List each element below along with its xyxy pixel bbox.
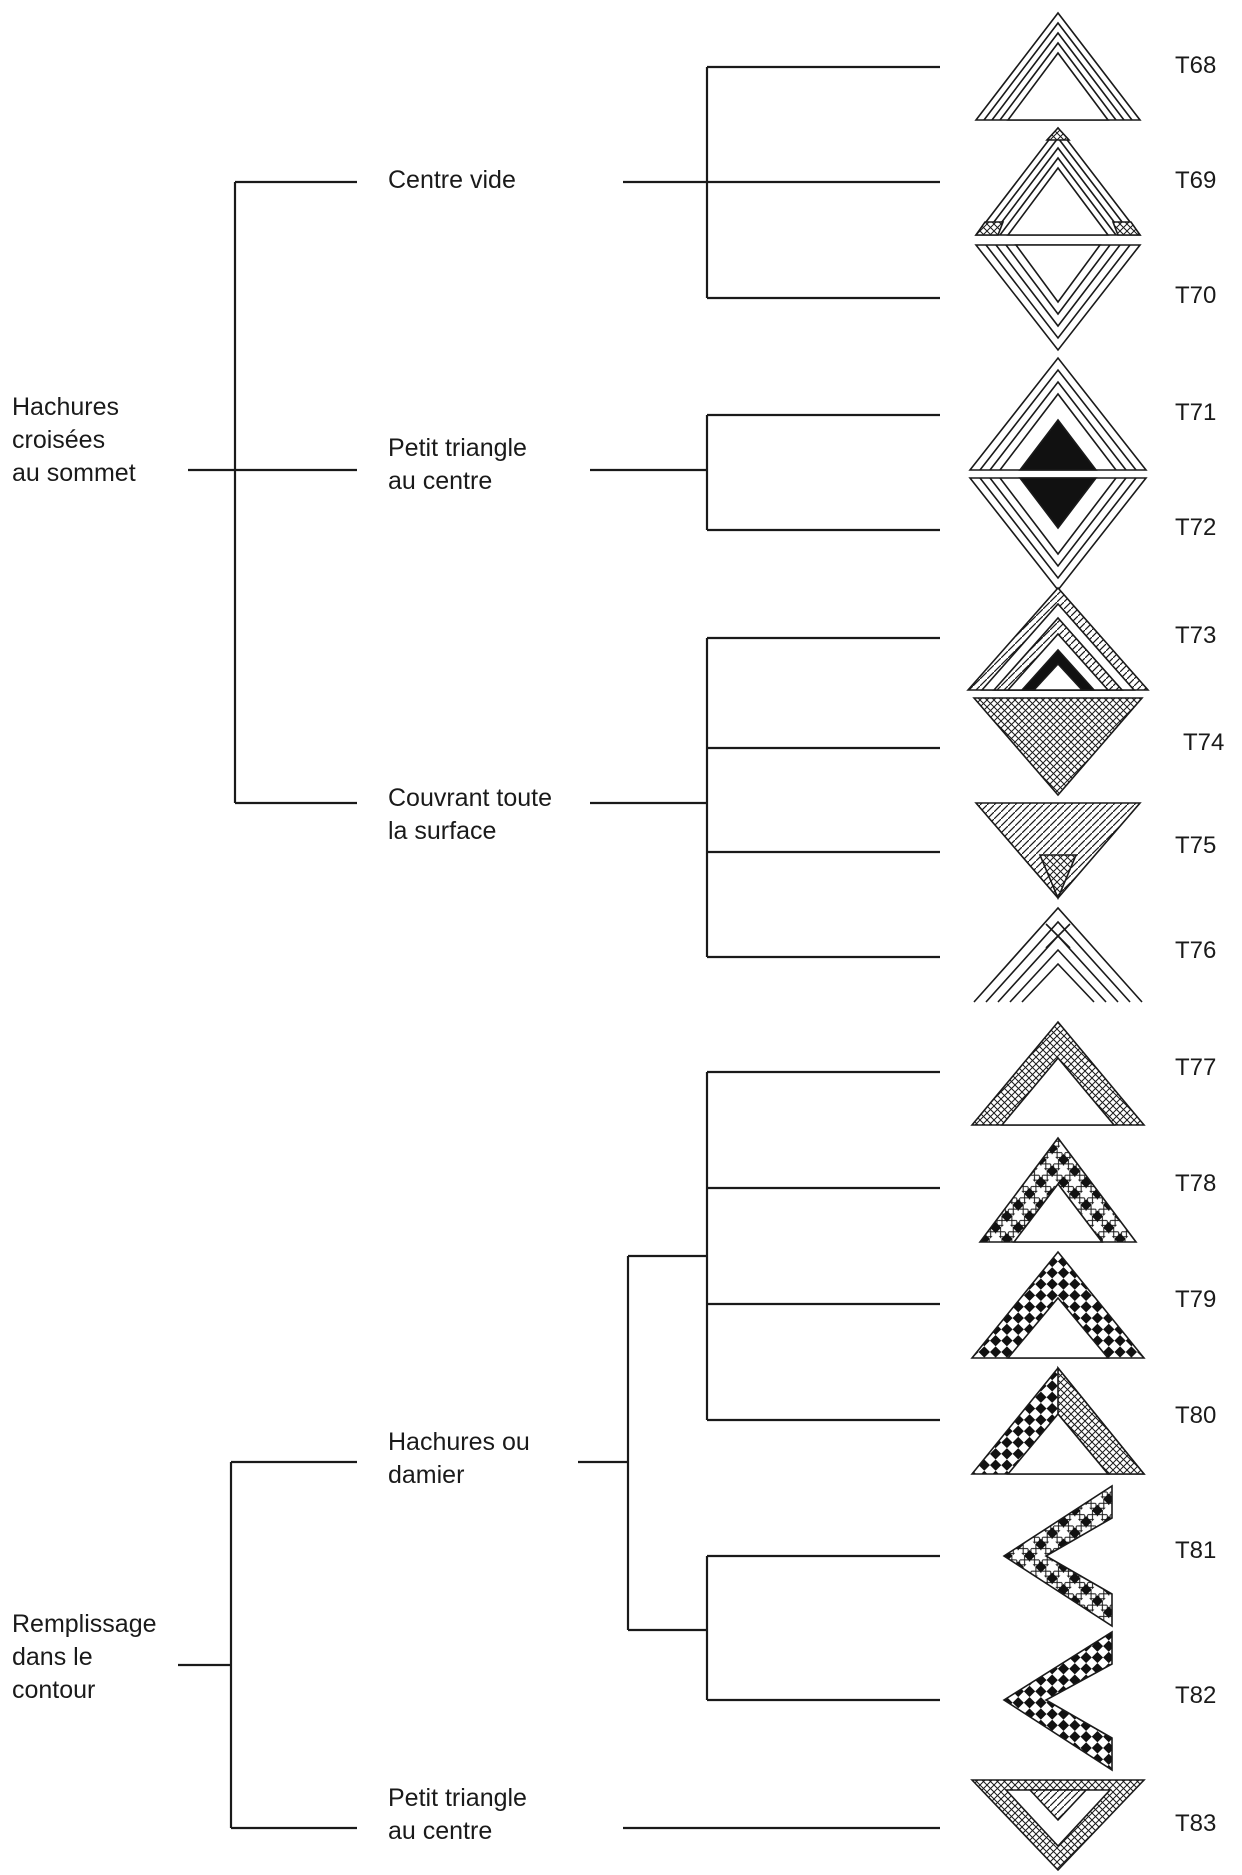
subcategory-hachures-damier: Hachures ou damier (388, 1428, 537, 1489)
type-code-t75: T75 (1175, 832, 1216, 859)
glyph-t73-icon (966, 586, 1150, 691)
glyph-t82-icon (1002, 1630, 1113, 1772)
glyph-t72-icon (968, 477, 1148, 592)
type-code-t76: T76 (1175, 937, 1216, 964)
subcategory-couvrant: Couvrant toute la surface (388, 784, 559, 845)
type-code-t80: T80 (1175, 1402, 1216, 1429)
type-code-t74: T74 (1183, 729, 1224, 756)
connector-centre-vide (623, 65, 940, 300)
category-hachures: Hachures croisées au sommet (12, 393, 136, 487)
type-code-t82: T82 (1175, 1682, 1216, 1709)
glyph-t83-icon (970, 1779, 1146, 1872)
category-labels: Hachures croisées au sommet Remplissage … (12, 393, 163, 1704)
type-code-t71: T71 (1175, 399, 1216, 426)
type-code-t68: T68 (1175, 52, 1216, 79)
category-remplissage: Remplissage dans le contour (12, 1610, 163, 1704)
subcategory-centre-vide: Centre vide (388, 166, 516, 194)
connector-petit-triangle-1 (590, 413, 940, 532)
type-code-t83: T83 (1175, 1810, 1216, 1837)
glyph-t80-icon (970, 1365, 1146, 1475)
type-code-t69: T69 (1175, 167, 1216, 194)
type-code-t78: T78 (1175, 1170, 1216, 1197)
glyph-t69-icon (974, 126, 1142, 236)
glyph-t81-icon (1002, 1484, 1113, 1628)
subcategory-labels: Centre vide Petit triangle au centre Cou… (388, 166, 559, 1845)
glyph-t76-icon (973, 906, 1143, 1003)
type-codes: T68 T69 T70 T71 T72 T73 T74 T75 T76 T77 … (1175, 52, 1224, 1837)
glyph-t68-icon (974, 11, 1142, 121)
type-code-t73: T73 (1175, 622, 1216, 649)
glyph-t71-icon (968, 356, 1148, 471)
tree-connectors (178, 65, 940, 1830)
glyph-t78-icon (978, 1136, 1138, 1243)
type-code-t72: T72 (1175, 514, 1216, 541)
type-code-t77: T77 (1175, 1054, 1216, 1081)
type-code-t70: T70 (1175, 282, 1216, 309)
connector-remplissage (178, 1460, 357, 1830)
type-code-t81: T81 (1175, 1537, 1216, 1564)
subcategory-petit-triangle-2: Petit triangle au centre (388, 1784, 534, 1845)
subcategory-petit-triangle-1: Petit triangle au centre (388, 434, 534, 495)
glyph-t79-icon (970, 1250, 1146, 1359)
type-code-t79: T79 (1175, 1286, 1216, 1313)
connector-hachures (188, 180, 357, 805)
connector-couvrant (590, 636, 940, 959)
glyph-t70-icon (974, 244, 1142, 352)
glyph-t77-icon (970, 1020, 1146, 1126)
glyph-t75-icon (974, 802, 1142, 901)
connector-hachures-damier (578, 1070, 940, 1702)
type-glyphs (966, 11, 1150, 1872)
glyph-t74-icon (972, 697, 1144, 797)
